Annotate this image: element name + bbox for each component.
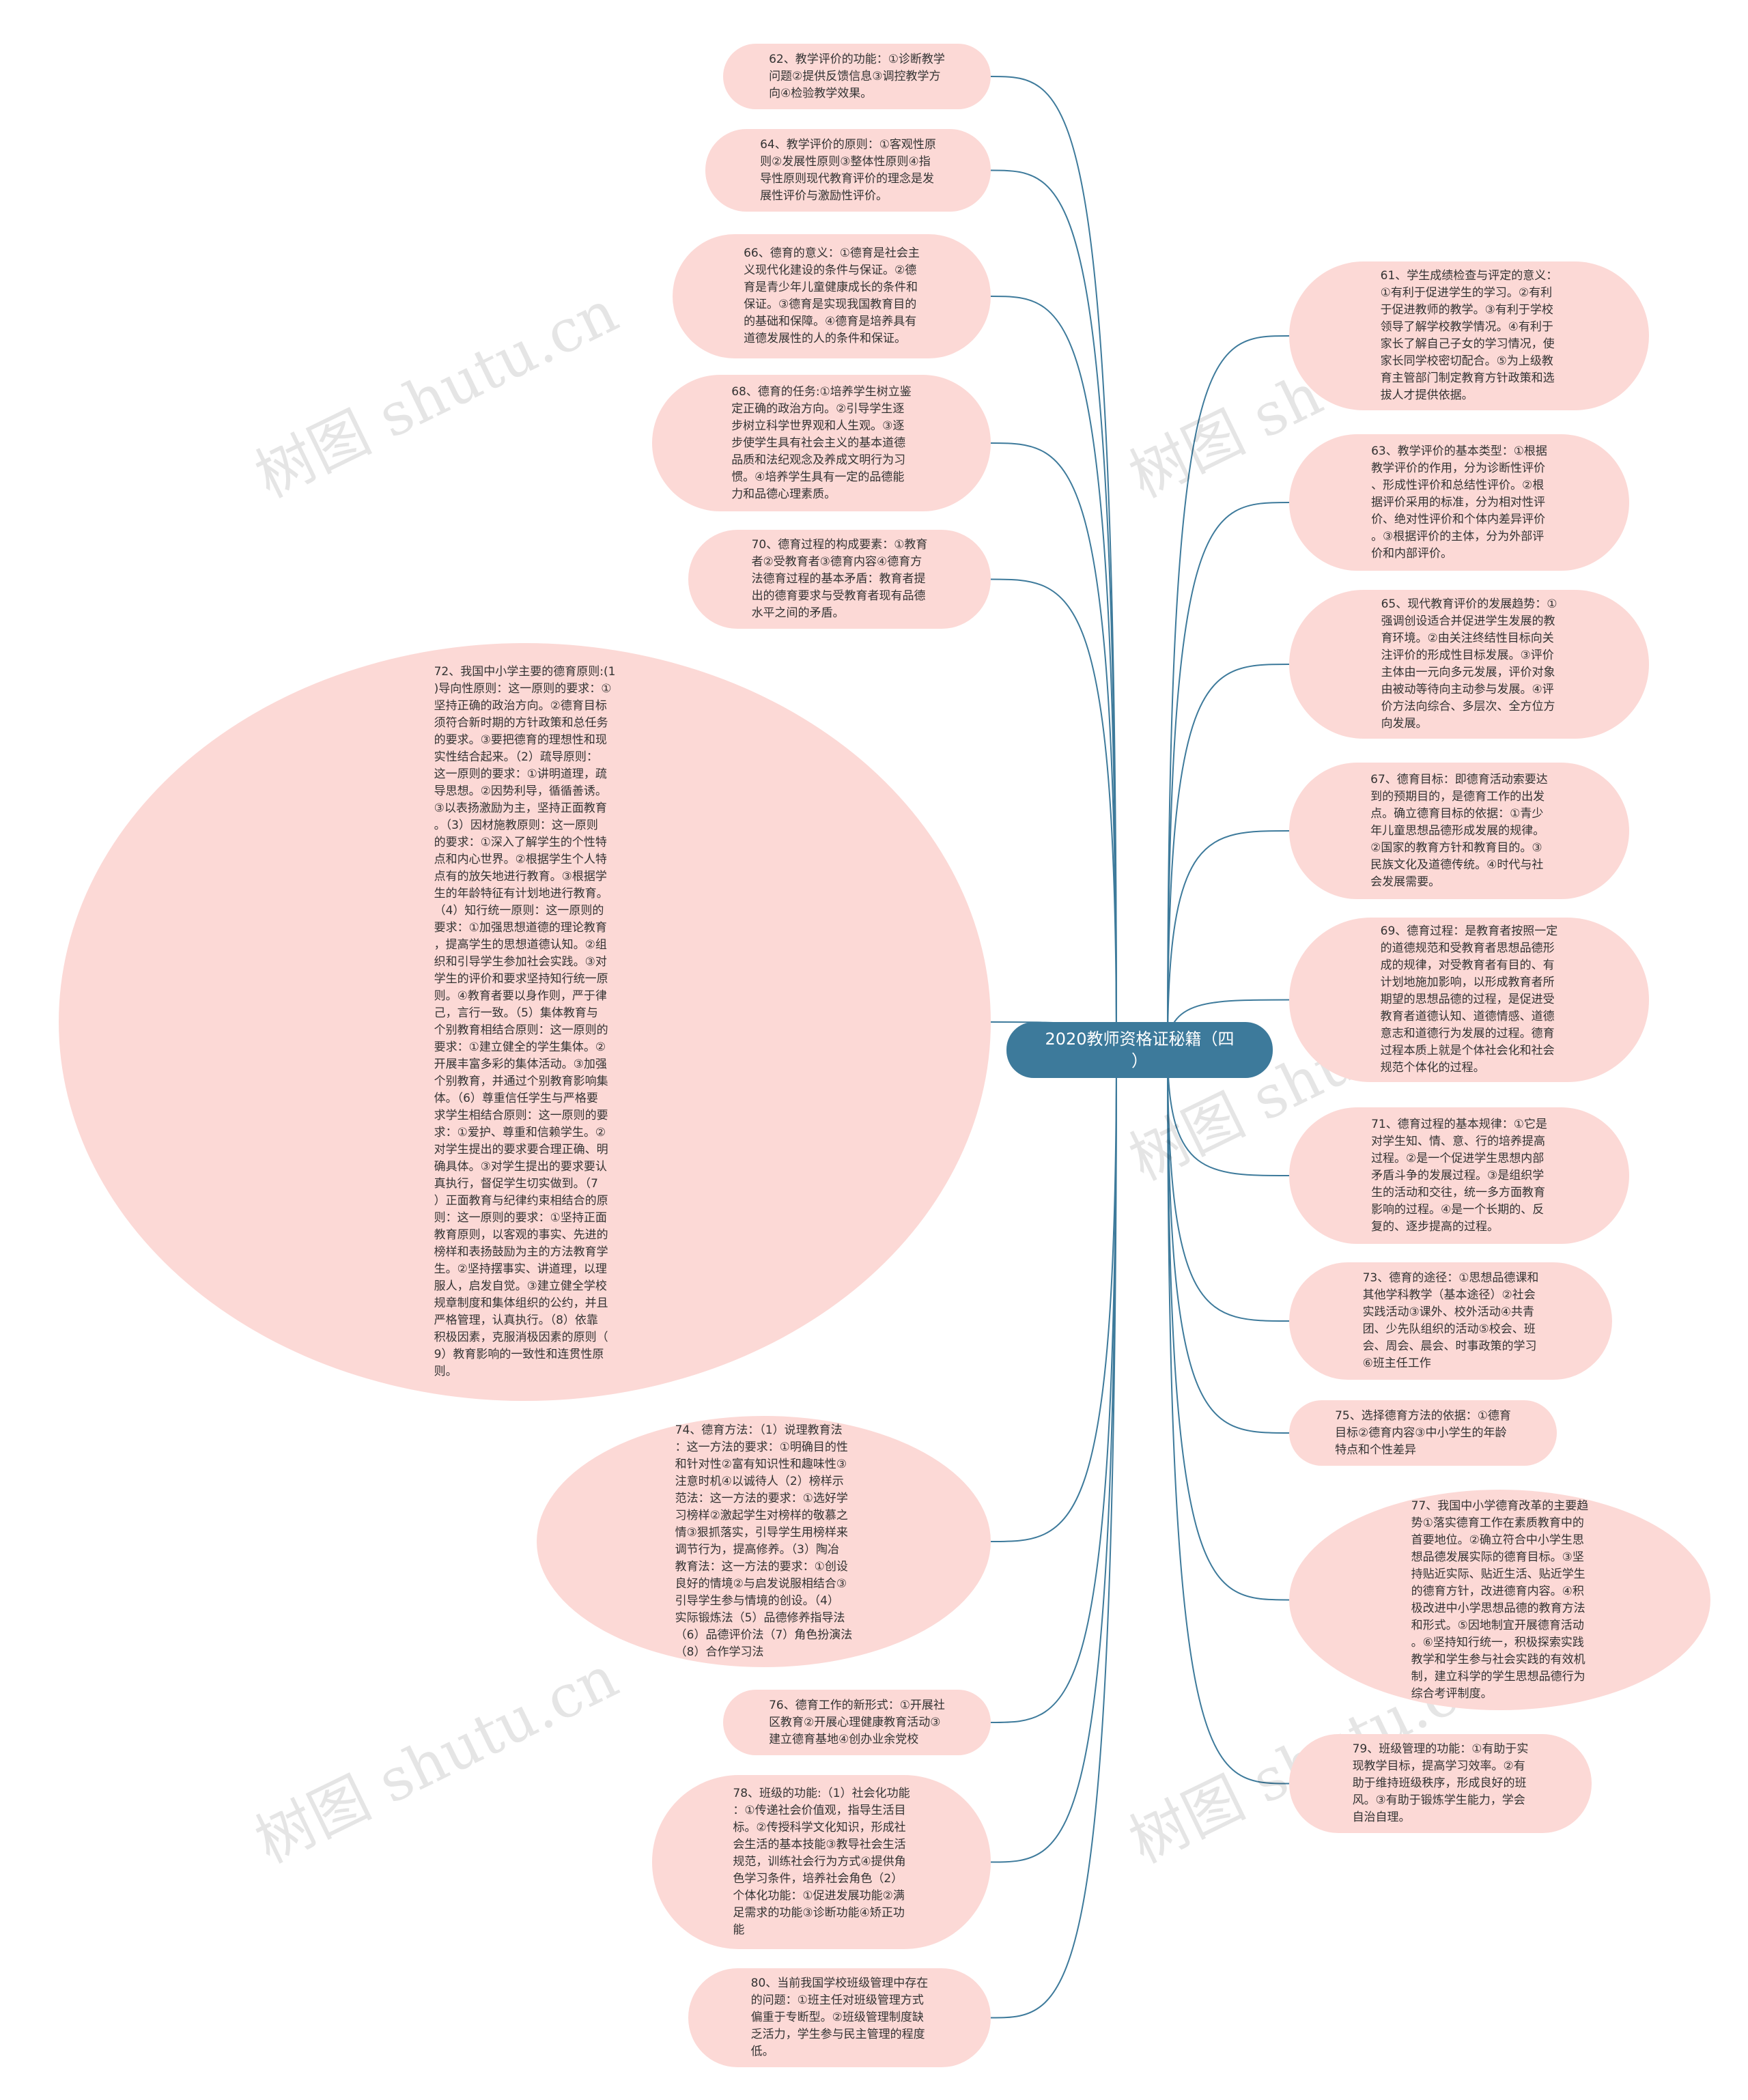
topic-73[interactable]: 73、德育的途径：①思想品德课和 其他学科教学（基本途径）②社会 实践活动③课外… xyxy=(1289,1262,1612,1380)
connector-topic-65 xyxy=(1167,664,1290,1051)
connector-topic-62 xyxy=(990,76,1117,1051)
connector-topic-80 xyxy=(990,1049,1117,2019)
topic-75-text: 75、选择德育方法的依据：①德育 目标②德育内容③中小学生的年龄 特点和个性差异 xyxy=(1335,1408,1511,1457)
connector-topic-74 xyxy=(990,1049,1117,1542)
topic-75[interactable]: 75、选择德育方法的依据：①德育 目标②德育内容③中小学生的年龄 特点和个性差异 xyxy=(1289,1400,1557,1466)
topic-78-text: 78、班级的功能:（1）社会化功能 ：①传递社会价值观，指导生活目 标。②传授科… xyxy=(733,1787,910,1937)
topic-61-text: 61、学生成绩检查与评定的意义： ①有利于促进学生的学习。②有利 于促进教师的教… xyxy=(1380,269,1558,402)
topic-79-text: 79、班级管理的功能：①有助于实 现教学目标，提高学习效率。②有 助于维持班级秩… xyxy=(1352,1742,1529,1824)
topic-64-text: 64、教学评价的原则：①客观性原 则②发展性原则③整体性原则④指 导性原则现代教… xyxy=(760,137,936,203)
topic-63[interactable]: 63、教学评价的基本类型：①根据 教学评价的作用，分为诊断性评价 、形成性评价和… xyxy=(1289,434,1629,571)
topic-74[interactable]: 74、德育方法：（1）说理教育法 ：这一方法的要求：①明确目的性 和针对性②富有… xyxy=(537,1416,991,1667)
connector-topic-71 xyxy=(1167,1049,1290,1176)
topic-70-text: 70、德育过程的构成要素：①教育 者②受教育者③德育内容④德育方 法德育过程的基… xyxy=(751,538,928,620)
topic-71[interactable]: 71、德育过程的基本规律：①它是 对学生知、情、意、行的培养提高 过程。②是一个… xyxy=(1289,1107,1629,1244)
topic-72-text: 72、我国中小学主要的德育原则:(1 )导向性原则：这一原则的要求：① 坚持正确… xyxy=(434,665,616,1378)
topic-72[interactable]: 72、我国中小学主要的德育原则:(1 )导向性原则：这一原则的要求：① 坚持正确… xyxy=(59,643,991,1401)
topic-62-text: 62、教学评价的功能：①诊断教学 问题②提供反馈信息③调控教学方 向④检验教学效… xyxy=(769,52,945,100)
topic-65[interactable]: 65、现代教育评价的发展趋势：① 强调创设适合并促进学生发展的教 育环境。②由关… xyxy=(1289,590,1649,739)
topic-80-text: 80、当前我国学校班级管理中存在 的问题：①班主任对班级管理方式 偏重于专断型。… xyxy=(750,1976,929,2058)
topic-77-text: 77、我国中小学德育改革的主要趋 势①落实德育工作在素质教育中的 首要地位。②确… xyxy=(1411,1499,1589,1701)
topic-74-text: 74、德育方法：（1）说理教育法 ：这一方法的要求：①明确目的性 和针对性②富有… xyxy=(675,1423,853,1659)
root-topic-label: 2020教师资格证秘籍（四 ） xyxy=(1045,1030,1235,1070)
connector-topic-66 xyxy=(990,296,1117,1051)
connector-topic-77 xyxy=(1167,1049,1290,1601)
topic-62[interactable]: 62、教学评价的功能：①诊断教学 问题②提供反馈信息③调控教学方 向④检验教学效… xyxy=(723,44,991,109)
topic-65-text: 65、现代教育评价的发展趋势：① 强调创设适合并促进学生发展的教 育环境。②由关… xyxy=(1381,597,1557,730)
topic-67-text: 67、德育目标：即德育活动索要达 到的预期目的，是德育工作的出发 点。确立德育目… xyxy=(1370,772,1548,889)
topic-73-text: 73、德育的途径：①思想品德课和 其他学科教学（基本途径）②社会 实践活动③课外… xyxy=(1362,1271,1539,1370)
topic-66-text: 66、德育的意义：①德育是社会主 义现代化建设的条件与保证。②德 育是青少年儿童… xyxy=(744,246,920,345)
connector-topic-61 xyxy=(1167,335,1290,1051)
topic-76-text: 76、德育工作的新形式：①开展社 区教育②开展心理健康教育活动③ 建立德育基地④… xyxy=(769,1698,945,1746)
topic-61[interactable]: 61、学生成绩检查与评定的意义： ①有利于促进学生的学习。②有利 于促进教师的教… xyxy=(1289,261,1649,410)
topic-76[interactable]: 76、德育工作的新形式：①开展社 区教育②开展心理健康教育活动③ 建立德育基地④… xyxy=(723,1690,991,1755)
topic-79[interactable]: 79、班级管理的功能：①有助于实 现教学目标，提高学习效率。②有 助于维持班级秩… xyxy=(1289,1734,1592,1833)
topic-64[interactable]: 64、教学评价的原则：①客观性原 则②发展性原则③整体性原则④指 导性原则现代教… xyxy=(705,129,991,212)
connector-topic-67 xyxy=(1167,830,1290,1051)
root-topic[interactable]: 2020教师资格证秘籍（四 ） xyxy=(1006,1022,1273,1078)
connector-topic-68 xyxy=(990,442,1117,1051)
connector-topic-64 xyxy=(990,169,1117,1051)
topic-71-text: 71、德育过程的基本规律：①它是 对学生知、情、意、行的培养提高 过程。②是一个… xyxy=(1371,1117,1547,1234)
topic-69-text: 69、德育过程：是教育者按照一定 的道德规范和受教育者思想品德形 成的规律，对受… xyxy=(1380,924,1558,1075)
topic-69[interactable]: 69、德育过程：是教育者按照一定 的道德规范和受教育者思想品德形 成的规律，对受… xyxy=(1289,918,1649,1082)
topic-67[interactable]: 67、德育目标：即德育活动索要达 到的预期目的，是德育工作的出发 点。确立德育目… xyxy=(1289,763,1629,899)
topic-68[interactable]: 68、德育的任务:①培养学生树立鉴 定正确的政治方向。②引导学生逐 步树立科学世… xyxy=(652,375,991,511)
connector-topic-63 xyxy=(1167,502,1290,1051)
topic-63-text: 63、教学评价的基本类型：①根据 教学评价的作用，分为诊断性评价 、形成性评价和… xyxy=(1371,444,1547,561)
connector-topic-78 xyxy=(990,1049,1117,1863)
connector-topic-70 xyxy=(990,578,1117,1051)
topic-80[interactable]: 80、当前我国学校班级管理中存在 的问题：①班主任对班级管理方式 偏重于专断型。… xyxy=(688,1968,991,2067)
topic-77[interactable]: 77、我国中小学德育改革的主要趋 势①落实德育工作在素质教育中的 首要地位。②确… xyxy=(1289,1490,1710,1710)
connector-topic-76 xyxy=(990,1049,1117,1723)
topic-68-text: 68、德育的任务:①培养学生树立鉴 定正确的政治方向。②引导学生逐 步树立科学世… xyxy=(731,384,912,501)
connector-topic-73 xyxy=(1167,1049,1290,1322)
connector-topic-79 xyxy=(1167,1049,1290,1785)
topic-66[interactable]: 66、德育的意义：①德育是社会主 义现代化建设的条件与保证。②德 育是青少年儿童… xyxy=(673,234,991,358)
topic-70[interactable]: 70、德育过程的构成要素：①教育 者②受教育者③德育内容④德育方 法德育过程的基… xyxy=(688,530,991,629)
topic-78[interactable]: 78、班级的功能:（1）社会化功能 ：①传递社会价值观，指导生活目 标。②传授科… xyxy=(652,1775,991,1949)
connector-topic-75 xyxy=(1167,1049,1290,1434)
